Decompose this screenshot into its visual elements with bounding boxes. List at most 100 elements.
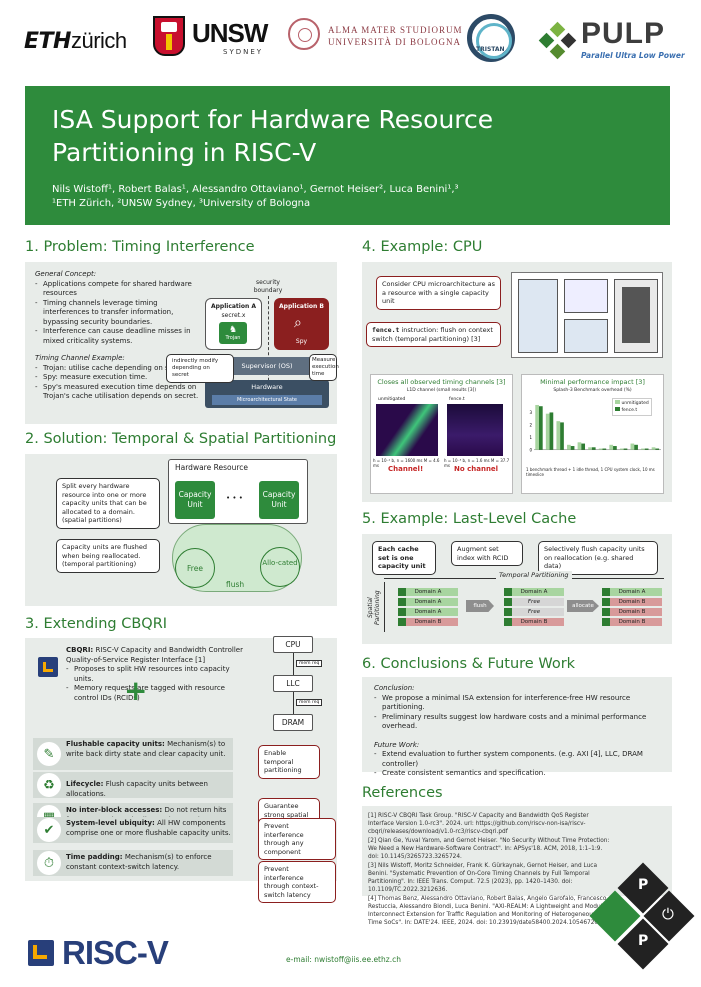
- riscv-logo-mark: [33, 945, 47, 959]
- tristan-logo: TRISTAN: [476, 46, 505, 53]
- plus-icon: +: [124, 674, 148, 707]
- heatmap-fence: [447, 404, 503, 456]
- bar-unmitigated: [641, 448, 645, 450]
- cpu-link: [293, 653, 294, 675]
- conclusion-item: Preliminary results suggest low hardware…: [374, 713, 666, 732]
- concept-item: Timing channels leverage timing interfer…: [35, 299, 205, 328]
- concept-item: Applications compete for shared hardware…: [35, 280, 205, 299]
- no-channel-label: No channel: [454, 465, 499, 473]
- heatmap-caption-1: h = 10⁻² b, n = 1600 ms M = 4.6 ms: [373, 458, 440, 468]
- cbqri-item: Proposes to split HW resources into capa…: [66, 665, 246, 684]
- row-bg-1: [33, 738, 233, 770]
- section-3-heading: 3. Extending CBQRI: [25, 616, 168, 632]
- cache-cell: Domain B: [602, 618, 662, 626]
- section-1-heading: 1. Problem: Timing Interference: [25, 239, 255, 255]
- spatial-label: Spatial Partitioning: [367, 590, 381, 626]
- callout-component: Prevent interference through any compone…: [258, 818, 336, 860]
- chart2-title: Minimal performance impact [3]: [540, 378, 645, 386]
- bar-unmitigated: [535, 404, 539, 450]
- mem-req-1: mem req: [296, 660, 323, 667]
- bar-fence.t: [538, 406, 543, 450]
- pulp-p-glyph-icon: P: [638, 877, 649, 893]
- pulp-p-glyph-2-icon: P: [638, 933, 649, 949]
- cache-tag-2: [504, 588, 512, 626]
- reference-item: [3] Nils Wistoff, Moritz Schneider, Fran…: [368, 863, 598, 893]
- selective-callout: Selectively flush capacity units on real…: [538, 541, 658, 575]
- y-tick-label: 0: [529, 447, 532, 452]
- brush-icon: ✎: [37, 742, 61, 766]
- y-tick-label: 1: [529, 435, 532, 440]
- consider-callout: Consider CPU microarchitecture as a reso…: [376, 276, 501, 310]
- y-tick-label: 3: [529, 410, 532, 415]
- temporal-label: Temporal Partitioning: [496, 571, 572, 579]
- bar-fence.t: [634, 444, 638, 450]
- riscv-logo-text: RISC-V: [62, 934, 169, 971]
- cache-cell: Free: [504, 608, 564, 616]
- bar-fence.t: [655, 448, 660, 450]
- check-badge-icon: ✔: [37, 818, 61, 842]
- bar-fence.t: [613, 446, 617, 450]
- allocated-state: Allo-cated: [260, 547, 300, 587]
- future-item: Extend evaluation to further system comp…: [374, 750, 666, 769]
- bar-unmitigated: [598, 448, 603, 450]
- application-a-label: Application A: [210, 303, 256, 310]
- bar-fence.t: [570, 446, 575, 450]
- fence-callout: fence.t instruction: flush on context sw…: [366, 322, 501, 347]
- row-ubiquity: System-level ubiquity: All HW components…: [66, 819, 231, 837]
- application-b-label: Application B: [279, 303, 324, 310]
- cache-cell: Domain A: [398, 608, 458, 616]
- bar-unmitigated: [556, 421, 561, 450]
- cbqri-text: CBQRI: RISC-V Capacity and Bandwidth Con…: [66, 646, 246, 703]
- authors: Nils Wistoff¹, Robert Balas¹, Alessandro…: [52, 183, 459, 211]
- stopwatch-icon: ⏱: [37, 851, 61, 875]
- bar-unmitigated: [630, 443, 635, 450]
- poster-title: ISA Support for Hardware Resource Partit…: [52, 105, 494, 167]
- horse-icon: ♞: [229, 325, 238, 335]
- cache-cell: Domain B: [602, 598, 662, 606]
- references-panel: [362, 806, 672, 896]
- row-bg-5: [33, 850, 233, 876]
- hardware-label: Hardware: [251, 383, 283, 391]
- capacity-unit-1: Capacity Unit: [175, 481, 215, 519]
- cache-cell: Domain B: [504, 618, 564, 626]
- section-4-heading: 4. Example: CPU: [362, 239, 483, 255]
- heatmap-caption-2: h = 10⁻³ b, n = 1.6 ms M = 37.7 ms: [444, 458, 510, 468]
- y-tick-label: 2: [529, 422, 532, 427]
- hardware-resource-label: Hardware Resource: [175, 463, 248, 472]
- bar-fence.t: [549, 412, 554, 450]
- eth-logo: ETHzürich: [24, 28, 127, 54]
- cache-cell: Domain A: [602, 588, 662, 596]
- supervisor-box: Supervisor (OS): [205, 357, 329, 375]
- bar-unmitigated: [577, 442, 582, 450]
- flush-arrow: flush: [466, 600, 494, 612]
- bar-fence.t: [644, 448, 649, 450]
- contact-email[interactable]: e-mail: nwistoff@iis.ee.ethz.ch: [286, 955, 401, 964]
- callout-latency: Prevent interference through context-swi…: [258, 861, 336, 903]
- section-2-heading: 2. Solution: Temporal & Spatial Partitio…: [25, 431, 337, 447]
- callout-temporal: Enable temporal partitioning: [258, 745, 320, 779]
- spatial-axis: [384, 582, 385, 632]
- spy-label: Spy: [295, 338, 308, 345]
- concept-block: General Concept: Applications compete fo…: [35, 270, 205, 402]
- conclusion-item: We propose a minimal ISA extension for i…: [374, 694, 666, 713]
- cache-cell: Domain A: [504, 588, 564, 596]
- power-icon: ⏻: [662, 905, 674, 923]
- llc-box: LLC: [273, 675, 313, 692]
- recycle-icon: ♻: [37, 773, 61, 797]
- augment-callout: Augment set index with RCID: [451, 541, 523, 566]
- measure-callout: Measure execution time: [309, 354, 339, 381]
- cache-tag-1: [398, 588, 406, 626]
- heatmap-fence-label: fence.t: [449, 397, 465, 402]
- unsw-crest-icon: [153, 16, 185, 56]
- unsw-logo: UNSW: [192, 18, 268, 48]
- each-callout: Each cache set is one capacity unit: [372, 541, 436, 575]
- cache-cell: Domain A: [398, 588, 458, 596]
- references-list: [1] RISC-V CBQRI Task Group. "RISC-V Cap…: [368, 812, 613, 927]
- cache-col-1: Domain A Domain A Domain A Domain B: [398, 588, 458, 628]
- cache-cell: Free: [504, 598, 564, 606]
- section-6-heading: 6. Conclusions & Future Work: [362, 656, 576, 672]
- row-flushable: Flushable capacity units: Mechanism(s) t…: [66, 740, 226, 758]
- title-banner: [25, 86, 670, 225]
- bar-unmitigated: [609, 444, 614, 450]
- llc-link: [293, 692, 294, 714]
